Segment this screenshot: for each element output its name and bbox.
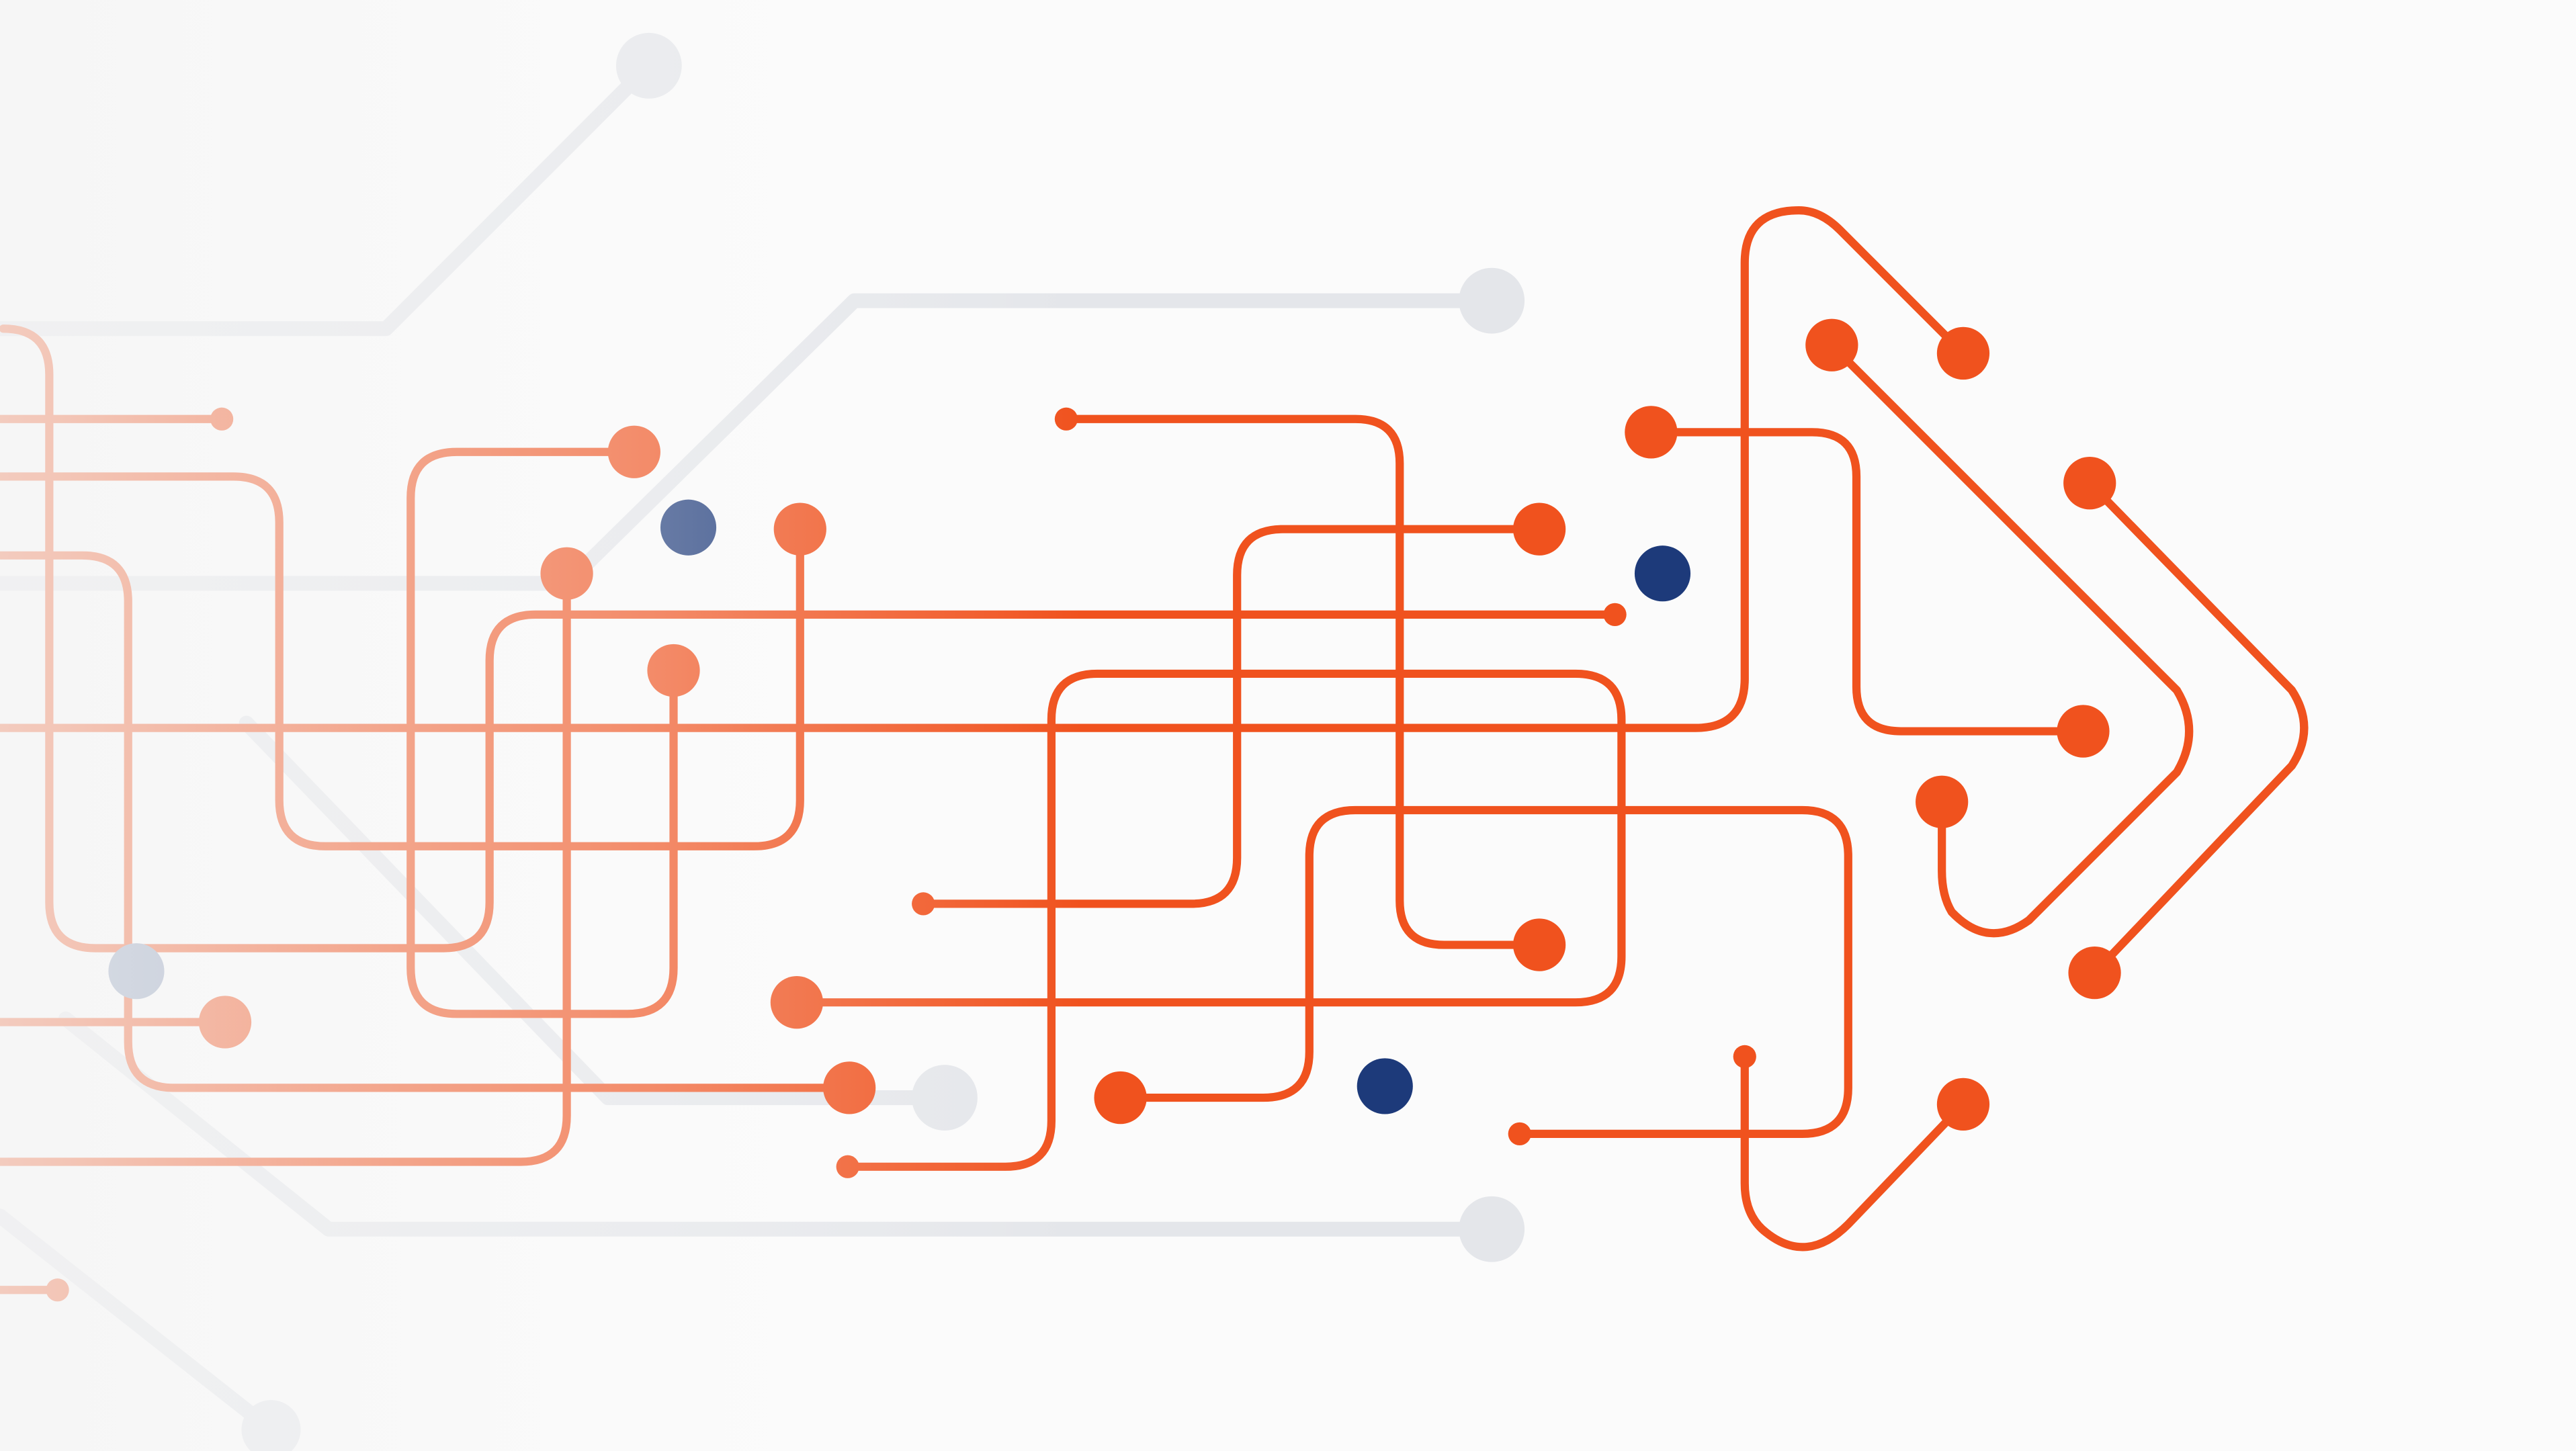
left-fade-overlay: [0, 0, 2576, 1451]
circuit-arrow-illustration: [0, 0, 2576, 1451]
